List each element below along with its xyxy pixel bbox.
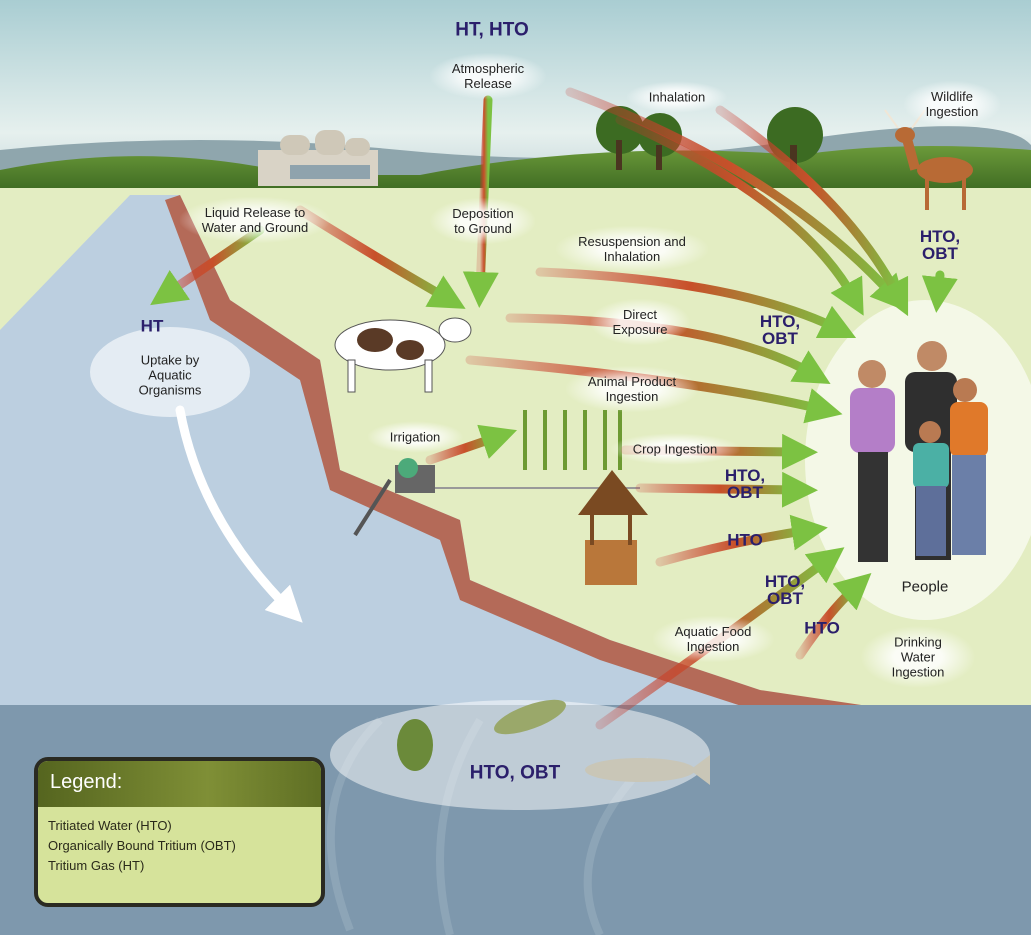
uptake-label: Uptake by Aquatic Organisms (138, 352, 202, 398)
nuclear-plant (258, 130, 378, 186)
resuspension-label: Resuspension and Inhalation (556, 226, 708, 272)
water-well (578, 470, 648, 585)
atmospheric-release-label: Atmospheric Release (429, 53, 547, 99)
atmospheric-species: HT, HTO (455, 19, 529, 41)
legend-item-obt: Organically Bound Tritium (OBT) (48, 838, 236, 853)
irrigation-pump (353, 458, 435, 537)
arrow-resuspension (535, 267, 857, 339)
riverbank-edge (165, 195, 1031, 750)
direct-exposure-species: HTO, OBT (759, 312, 801, 348)
arrow-wildlife (921, 270, 958, 313)
well-species: HTO (727, 530, 763, 550)
arrow-inhalation (565, 87, 908, 312)
river (0, 195, 760, 720)
fish (397, 699, 710, 785)
aquatic-food-label: Aquatic Food Ingestion (652, 616, 774, 662)
cow (334, 317, 472, 393)
legend-item-ht: Tritium Gas (HT) (48, 858, 145, 873)
arrow-atmospheric-people (615, 115, 864, 316)
legend: Legend: Tritiated Water (HTO) Organicall… (34, 757, 325, 907)
aquatic-food-species: HTO, OBT (764, 572, 806, 608)
green-hills (0, 146, 1031, 192)
inhalation-label: Inhalation (626, 81, 728, 113)
arrow-uptake (175, 405, 303, 623)
fish-species: HTO, OBT (469, 762, 561, 784)
wildlife-species: HTO, OBT (919, 227, 961, 263)
irrigation-label: Irrigation (367, 421, 463, 453)
deer (884, 109, 973, 210)
legend-item-hto: Tritiated Water (HTO) (48, 818, 172, 833)
legend-title: Legend: (38, 761, 321, 807)
liquid-release-label: Liquid Release to Water and Ground (179, 197, 331, 243)
arrow-well (655, 514, 828, 567)
deposition-label: Deposition to Ground (430, 198, 536, 244)
aquatic-species: HT (140, 316, 164, 336)
crop-ingestion-label: Crop Ingestion (610, 433, 740, 465)
arrow-drinking-water (795, 573, 872, 660)
wildlife-ingestion-label: Wildlife Ingestion (903, 81, 1001, 127)
drinking-water-species: HTO (804, 618, 840, 638)
uptake-glow (90, 327, 250, 417)
people-family (850, 341, 988, 562)
arrow-direct-exposure (505, 313, 831, 385)
arrow-atmospheric-to-deposition (462, 95, 499, 308)
arrow-irrigation (425, 424, 518, 465)
irrigation-line-species: HTO, OBT (724, 466, 766, 502)
drinking-water-label: Drinking Water Ingestion (861, 626, 975, 688)
animal-product-label: Animal Product Ingestion (565, 366, 699, 412)
people-label: People (901, 578, 949, 596)
arrow-inhalation-2 (715, 105, 909, 317)
direct-exposure-label: Direct Exposure (590, 299, 690, 345)
arrow-irrigation-line (635, 471, 818, 508)
